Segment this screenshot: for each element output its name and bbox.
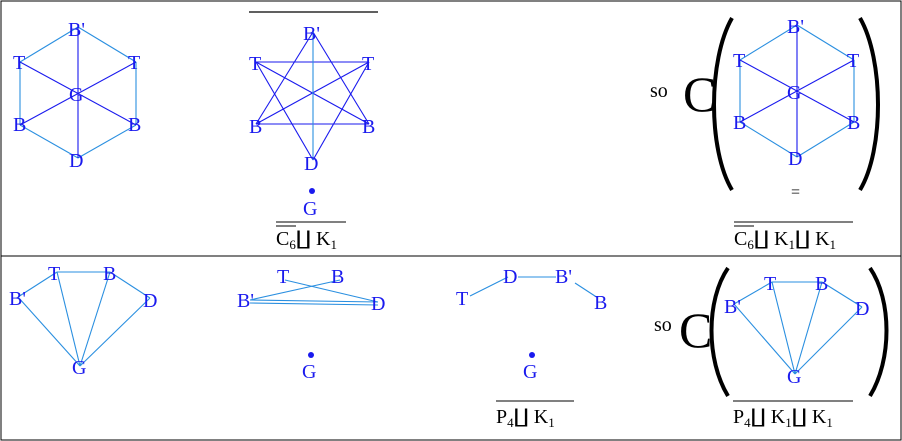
vertex-label: B xyxy=(249,116,262,138)
vertex-label: B xyxy=(13,114,26,136)
caption: C6∐ K1∐ K1 xyxy=(734,228,836,252)
vertex-label: T xyxy=(847,50,859,72)
bottom-panel-frame xyxy=(0,255,902,441)
caption: P4∐ K1 xyxy=(496,406,555,430)
vertex-label: B xyxy=(847,112,860,134)
so-label: so xyxy=(654,314,672,336)
vertex-label: B' xyxy=(303,23,320,45)
hex-graph-result: B' T T G B B D xyxy=(733,16,860,170)
caption: P4∐ K1∐ K1 xyxy=(733,406,833,430)
vertex-label: T xyxy=(48,263,60,285)
vertex-label: T xyxy=(249,53,261,75)
vertex-label: B' xyxy=(787,16,804,38)
fan-graph: T B B' D G xyxy=(9,263,157,379)
isolated-vertex-dot xyxy=(308,352,314,358)
vertex-label: B' xyxy=(9,288,26,310)
vertex-label: B xyxy=(594,292,607,314)
vertex-label: G xyxy=(69,84,83,106)
vertex-label: T xyxy=(277,266,289,288)
vertex-label: D xyxy=(143,290,157,312)
vertex-label: T xyxy=(456,288,468,310)
vertex-label: T xyxy=(13,52,25,74)
vertex-label: B' xyxy=(555,266,572,288)
path-graph: D B' T B xyxy=(456,266,607,314)
so-label: so xyxy=(650,80,668,102)
vertex-label: B xyxy=(103,263,116,285)
vertex-label: B xyxy=(331,266,344,288)
vertex-label: G xyxy=(72,357,86,379)
isolated-vertex-label: G xyxy=(303,198,317,220)
vertex-label: T xyxy=(764,273,776,295)
vertex-label: T xyxy=(128,52,140,74)
isolated-vertex-dot xyxy=(529,352,535,358)
isolated-vertex-label: G xyxy=(302,361,316,383)
vertex-label: B xyxy=(362,116,375,138)
vertex-label: T xyxy=(362,53,374,75)
right-paren xyxy=(868,266,889,398)
vertex-label: D xyxy=(371,293,385,315)
caption: C6∐ K1 xyxy=(276,228,337,252)
hex-graph: B' T T G B B D xyxy=(13,19,141,172)
vertex-label: D xyxy=(503,266,517,288)
vertex-label: B xyxy=(815,273,828,295)
equals-sign: = xyxy=(791,184,800,201)
vertex-label: B' xyxy=(68,19,85,41)
vertex-label: T xyxy=(733,50,745,72)
vertex-label: B' xyxy=(237,290,254,312)
vertex-label: B xyxy=(733,112,746,134)
vertex-label: D xyxy=(788,148,802,170)
left-paren xyxy=(709,266,730,398)
vertex-label: G xyxy=(787,366,801,388)
fan-graph-result: T B B' D G xyxy=(724,273,869,388)
vertex-label: B xyxy=(128,114,141,136)
isolated-vertex-dot xyxy=(309,188,315,194)
vertex-label: D xyxy=(304,153,318,175)
c-operator: C xyxy=(679,302,712,358)
left-paren xyxy=(712,17,734,192)
star-graph: B' T T B B D xyxy=(249,23,375,175)
right-paren xyxy=(858,17,880,192)
isolated-vertex-label: G xyxy=(523,361,537,383)
vertex-label: G xyxy=(787,82,801,104)
complement-graph: T B B' D xyxy=(237,266,385,315)
vertex-label: D xyxy=(855,298,869,320)
vertex-label: D xyxy=(69,150,83,172)
vertex-label: B' xyxy=(724,296,741,318)
c-operator: C xyxy=(683,66,716,122)
